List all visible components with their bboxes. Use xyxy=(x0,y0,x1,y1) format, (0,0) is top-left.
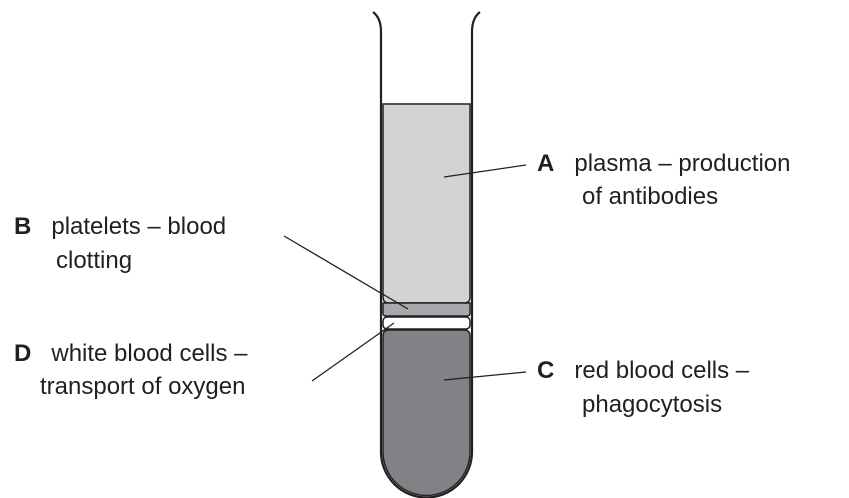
label-b: B platelets – blood xyxy=(14,212,226,242)
red-blood-cells-layer xyxy=(383,330,470,496)
label-d-line2: transport of oxygen xyxy=(40,373,245,400)
label-d: D white blood cells – xyxy=(14,339,247,369)
label-a-letter: A xyxy=(537,150,554,177)
label-a-line1: plasma – production xyxy=(574,150,790,177)
label-c-line1: red blood cells – xyxy=(574,357,749,384)
label-d-continued: transport of oxygen xyxy=(40,372,245,402)
label-c: C red blood cells – xyxy=(537,356,749,386)
label-c-continued: phagocytosis xyxy=(582,390,722,420)
label-d-line1: white blood cells – xyxy=(51,340,247,367)
label-b-line1: platelets – blood xyxy=(51,213,226,240)
label-d-letter: D xyxy=(14,340,31,367)
label-c-line2: phagocytosis xyxy=(582,391,722,418)
label-b-line2: clotting xyxy=(56,247,132,274)
plasma-layer xyxy=(383,104,470,303)
label-b-continued: clotting xyxy=(56,246,132,276)
white-blood-cells-layer xyxy=(383,317,470,329)
label-c-letter: C xyxy=(537,357,554,384)
label-a-continued: of antibodies xyxy=(582,182,718,212)
label-a-line2: of antibodies xyxy=(582,183,718,210)
label-b-letter: B xyxy=(14,213,31,240)
label-a: A plasma – production xyxy=(537,149,791,179)
platelets-layer xyxy=(383,303,470,316)
